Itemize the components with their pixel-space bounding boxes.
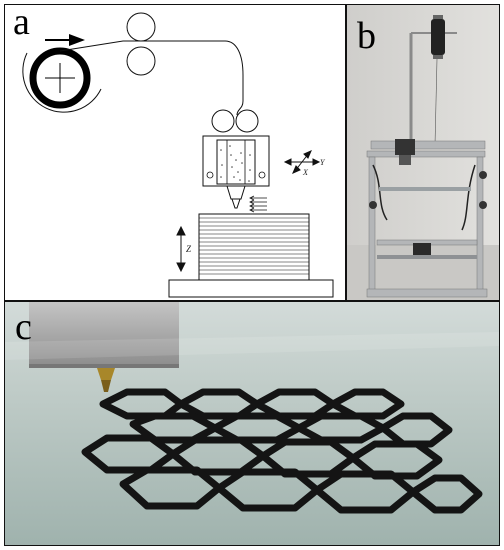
panel-label-b: b: [357, 15, 376, 57]
spool-icon: [431, 15, 445, 59]
axis-x-label: X: [302, 168, 309, 177]
printer-frame: [366, 140, 488, 298]
feed-direction-arrow-icon: [45, 34, 85, 46]
extruder-rollers-icon: [211, 109, 259, 133]
filament-path: [59, 40, 244, 116]
honeycomb-photo-illustration: [5, 302, 499, 545]
panel-label-c: c: [15, 306, 32, 348]
nozzle-icon: [97, 368, 115, 392]
filament-spool-icon: [22, 47, 102, 113]
axis-y-label: Y: [320, 158, 326, 167]
printer-photo-illustration: [347, 5, 499, 300]
xy-axes-icon: [283, 150, 321, 174]
panel-a-schematic: a: [4, 4, 346, 301]
cooling-air-arrows-icon: [249, 195, 267, 213]
panel-label-a: a: [13, 4, 30, 43]
honeycomb-lattice: [81, 388, 483, 514]
build-plate: [168, 279, 334, 298]
panel-b-printer-photo: b: [346, 4, 500, 301]
z-axis-arrow-icon: [176, 225, 186, 273]
printer-schematic: Y X Z: [22, 12, 334, 298]
print-head-icon: [202, 135, 270, 209]
printed-layers-icon: [198, 213, 310, 281]
feed-rollers-icon: [126, 12, 156, 76]
axis-z-label: Z: [186, 244, 192, 254]
panel-c-honeycomb-photo: c: [4, 301, 500, 546]
extruder-block: [29, 302, 179, 364]
